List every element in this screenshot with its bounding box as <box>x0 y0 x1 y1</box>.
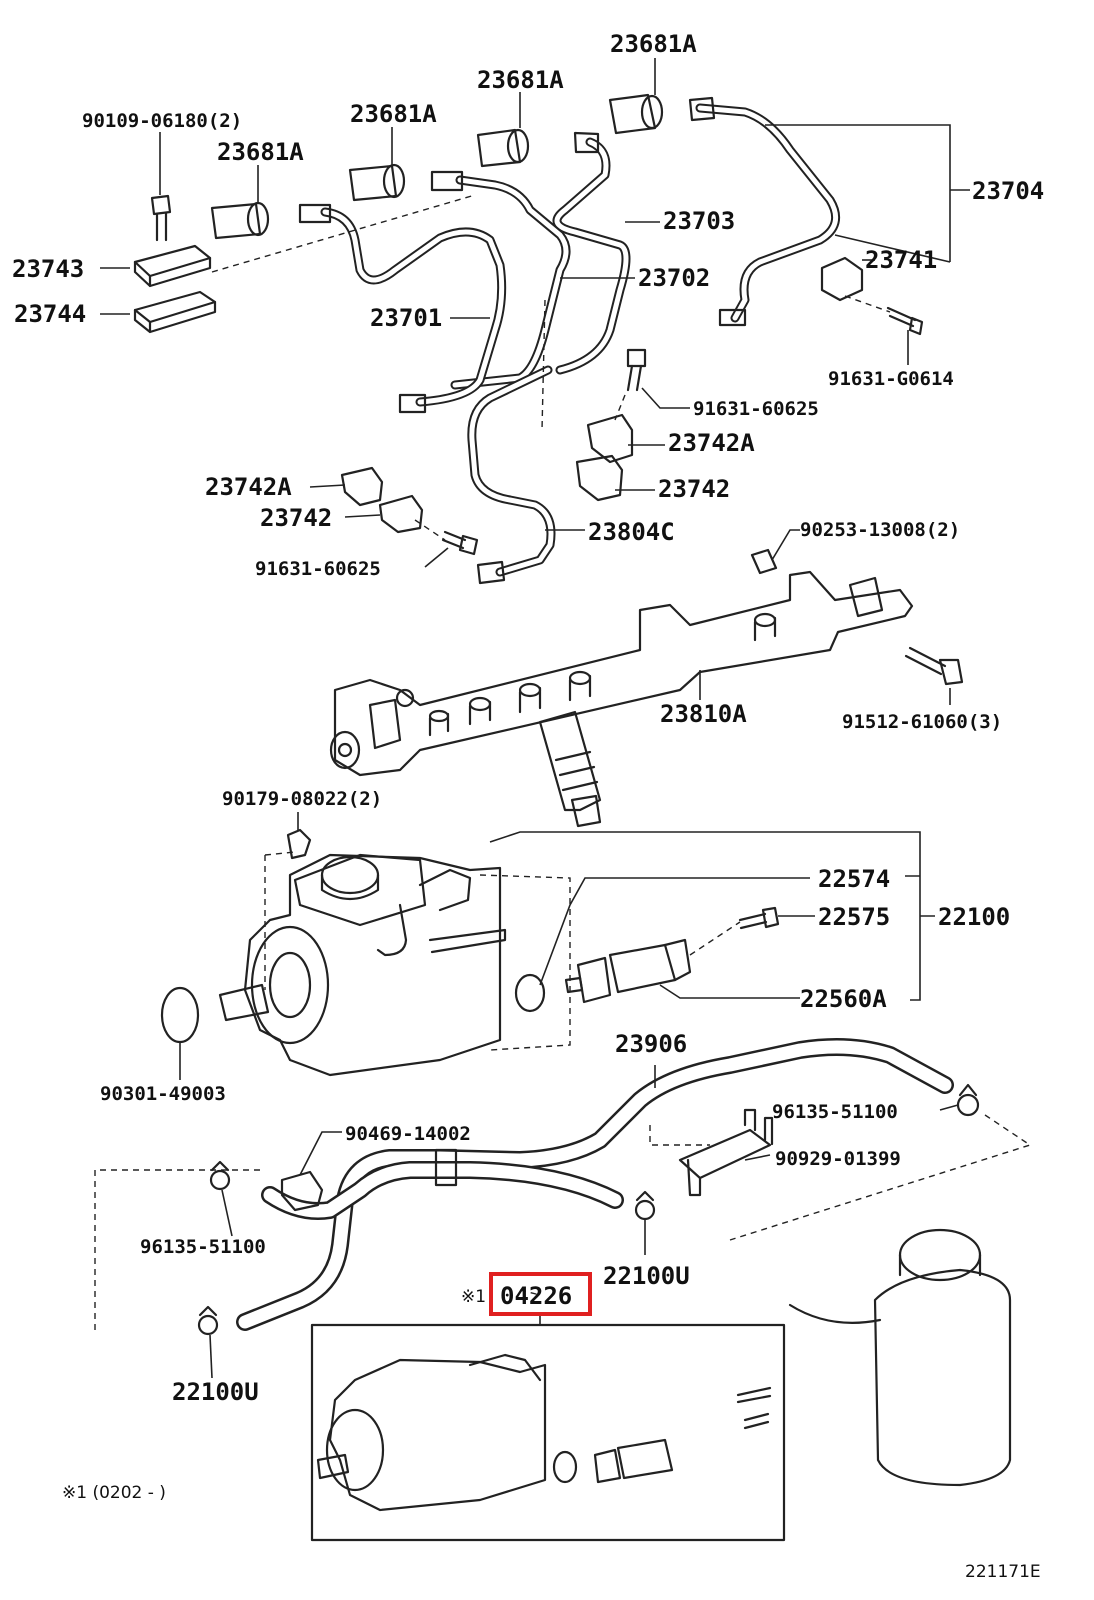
plug-90253 <box>750 548 778 575</box>
hose-clip-band <box>434 1148 458 1187</box>
label-23681a-4: 23681A <box>217 138 304 166</box>
hose-clamp-96135-left <box>209 1160 231 1191</box>
clamp-23741 <box>820 256 864 302</box>
label-23701: 23701 <box>370 304 442 332</box>
label-91631-right: 91631-60625 <box>693 398 819 420</box>
label-90179: 90179-08022(2) <box>222 788 382 810</box>
dashed-guide-right-clamps <box>614 394 626 421</box>
label-23681a-2: 23681A <box>477 66 564 94</box>
injection-pipe-23701 <box>320 207 507 407</box>
label-23704: 23704 <box>972 177 1044 205</box>
sleeve-23681a-1 <box>608 93 664 135</box>
label-96135-right: 96135-51100 <box>772 1101 898 1123</box>
label-23681a-3: 23681A <box>350 100 437 128</box>
label-23810a: 23810A <box>660 700 747 728</box>
label-22100u-right: 22100U <box>603 1262 690 1290</box>
bolt-22575 <box>738 906 780 930</box>
part-labels: 23681A 23681A 23681A 23681A 90109-06180(… <box>12 30 1044 1582</box>
hose-clamp-96135-right <box>956 1083 980 1117</box>
sleeve-23681a-4 <box>210 201 270 240</box>
label-90469: 90469-14002 <box>345 1123 471 1145</box>
label-90929: 90929-01399 <box>775 1148 901 1170</box>
common-rail-23810a <box>329 570 914 777</box>
label-90253: 90253-13008(2) <box>800 519 960 541</box>
label-04226-mark: ※1 <box>461 1287 486 1307</box>
label-22100: 22100 <box>938 903 1010 931</box>
clamp-23744 <box>133 290 217 334</box>
bolt-91631-g0614 <box>886 306 924 336</box>
kit-04226-pump <box>316 1353 772 1512</box>
clamp-23742a-right <box>586 413 634 464</box>
sleeve-23681a-2 <box>476 128 530 168</box>
label-23681a-1: 23681A <box>610 30 697 58</box>
label-91631-g0614: 91631-G0614 <box>828 368 954 390</box>
dashed-hose-guides <box>94 1114 1032 1330</box>
clamp-23742-right <box>575 454 624 502</box>
label-91631-left: 91631-60625 <box>255 558 381 580</box>
supply-pump-22100 <box>218 853 507 1077</box>
nut-90179 <box>286 828 312 860</box>
bolt-91512 <box>904 646 964 686</box>
highlight-box-04226 <box>489 1272 592 1316</box>
label-90301: 90301-49003 <box>100 1083 226 1105</box>
rail-end-fitting <box>848 576 884 618</box>
reference-code: 221171E <box>965 1562 1041 1582</box>
suction-valve-22560a <box>564 938 692 1004</box>
kit-04226-frame <box>310 1323 786 1542</box>
label-23741: 23741 <box>865 246 937 274</box>
hose-clamp-22100u-right <box>634 1190 656 1221</box>
label-91512: 91512-61060(3) <box>842 711 1002 733</box>
label-23743: 23743 <box>12 255 84 283</box>
label-22560a: 22560A <box>800 985 887 1013</box>
label-23906: 23906 <box>615 1030 687 1058</box>
label-23702: 23702 <box>638 264 710 292</box>
injection-pipe-23703 <box>552 137 631 375</box>
bracket-22100 <box>489 831 935 1001</box>
clip-90469 <box>280 1170 324 1212</box>
injection-pipe-23702 <box>450 175 571 390</box>
label-23744: 23744 <box>14 300 86 328</box>
rail-ports <box>428 612 777 737</box>
bolt-90109 <box>150 194 172 242</box>
label-23742-left: 23742 <box>260 504 332 532</box>
pipe-nuts <box>298 96 747 585</box>
o-ring-90301 <box>160 986 200 1044</box>
label-23742a-left: 23742A <box>205 473 292 501</box>
sleeve-23681a-3 <box>348 163 406 202</box>
clamp-23742a-left <box>340 466 384 507</box>
injection-pipe-23804c <box>467 365 556 577</box>
footnote: ※1 (0202 - ) <box>62 1483 166 1503</box>
label-22574: 22574 <box>818 865 890 893</box>
label-90109: 90109-06180(2) <box>82 110 242 132</box>
clamp-23742-left <box>378 494 424 534</box>
dashed-pump-box <box>264 851 571 1051</box>
hose-clamp-22100u-left <box>197 1305 219 1336</box>
fuel-filter <box>788 1228 1012 1487</box>
dashed-guide-top <box>211 194 476 273</box>
label-22100u-left: 22100U <box>172 1378 259 1406</box>
dashed-valve-guide <box>689 921 741 956</box>
bolt-91631-right <box>626 348 647 392</box>
bracket-90929 <box>678 1108 774 1197</box>
bolt-91631-left <box>441 530 479 556</box>
leader-lines <box>100 58 970 1379</box>
fuel-hose-23906 <box>236 1037 954 1331</box>
label-23804c: 23804C <box>588 518 675 546</box>
rail-pressure-sensor <box>538 710 602 828</box>
injection-pipe-23704 <box>695 103 841 323</box>
label-22575: 22575 <box>818 903 890 931</box>
dashed-guide-23741 <box>844 295 891 313</box>
label-23742a-right: 23742A <box>668 429 755 457</box>
label-23703: 23703 <box>663 207 735 235</box>
label-04226: 04226 <box>500 1282 572 1310</box>
o-ring-22574 <box>514 973 546 1013</box>
clamp-23743 <box>133 244 212 288</box>
label-96135-left: 96135-51100 <box>140 1236 266 1258</box>
label-23742-right: 23742 <box>658 475 730 503</box>
fuel-hose-branch <box>261 1161 624 1220</box>
